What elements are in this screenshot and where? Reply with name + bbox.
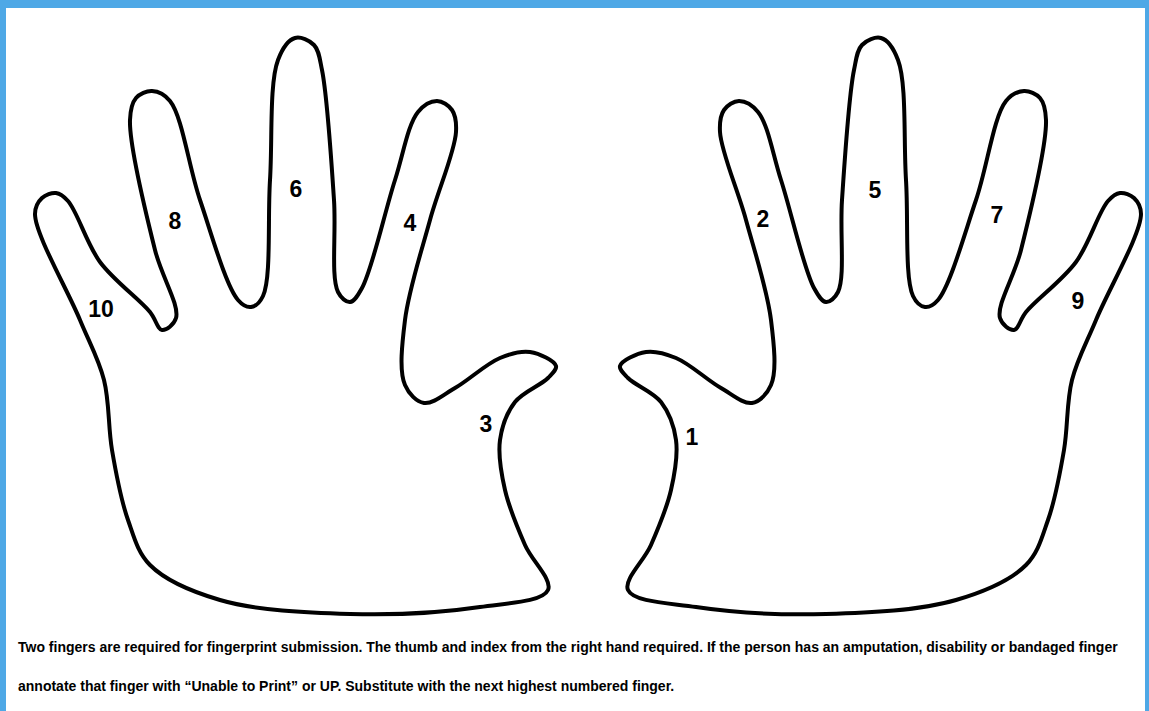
finger-number: 8 bbox=[169, 210, 182, 233]
instruction-note: Two fingers are required for fingerprint… bbox=[18, 628, 1140, 706]
finger-number: 3 bbox=[480, 413, 493, 436]
finger-number: 7 bbox=[991, 204, 1004, 227]
hand-outline bbox=[35, 38, 556, 615]
finger-number: 2 bbox=[757, 208, 770, 231]
finger-number: 10 bbox=[88, 298, 114, 321]
finger-number: 4 bbox=[404, 212, 417, 235]
finger-number: 1 bbox=[686, 426, 699, 449]
hand-outline bbox=[620, 38, 1141, 615]
finger-number: 5 bbox=[869, 179, 882, 202]
page-frame bbox=[1145, 0, 1149, 711]
page-frame bbox=[0, 0, 6, 711]
page-frame bbox=[0, 0, 1149, 8]
finger-number: 6 bbox=[290, 178, 303, 201]
finger-number: 9 bbox=[1072, 290, 1085, 313]
